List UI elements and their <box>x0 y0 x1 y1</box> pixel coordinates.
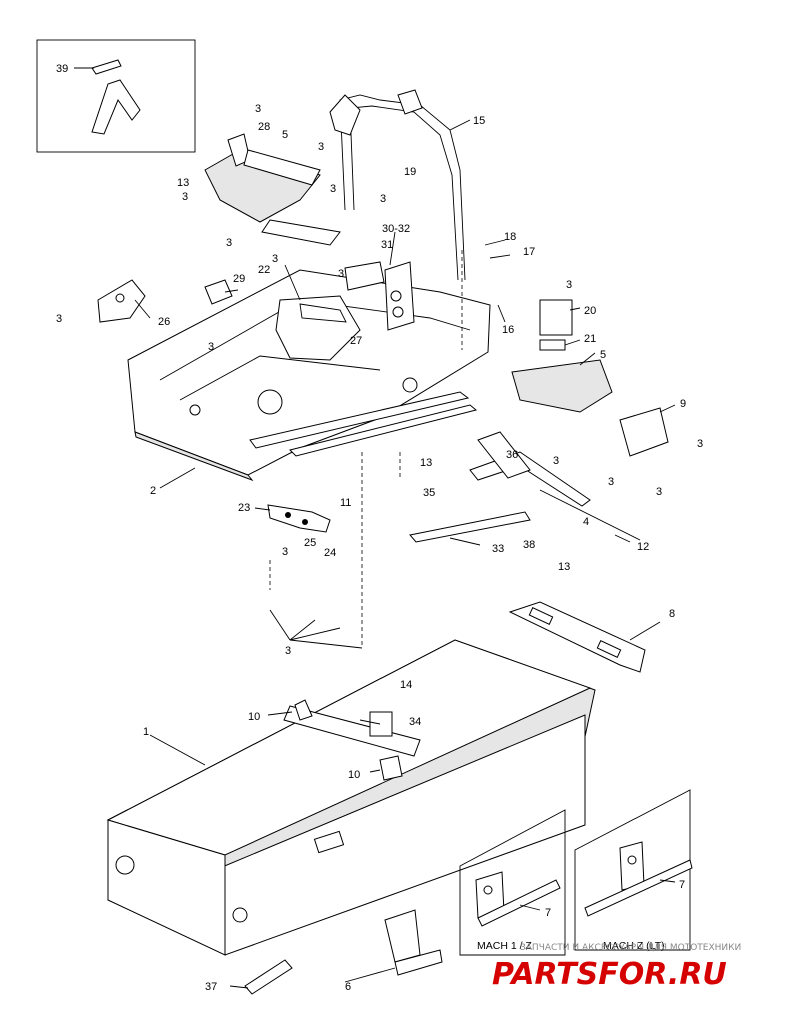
label-20: 20 <box>584 305 596 317</box>
watermark-brand: PARTSFOR.RU <box>492 957 727 992</box>
label-1: 1 <box>143 726 149 738</box>
label-26: 26 <box>158 316 170 328</box>
label-10: 10 <box>348 769 360 781</box>
label-7: 7 <box>679 879 685 891</box>
label-3: 3 <box>338 268 344 280</box>
label-27: 27 <box>350 335 362 347</box>
label-13: 13 <box>177 177 189 189</box>
label-16: 16 <box>502 324 514 336</box>
watermark-tagline: ЗАПЧАСТИ И АКСЕССУАРЫ ДЛЯ МОТОТЕХНИКИ <box>520 943 741 953</box>
label-12: 12 <box>637 541 649 553</box>
label-6: 6 <box>345 981 351 993</box>
upper-chassis <box>97 89 669 543</box>
label-3: 3 <box>208 341 214 353</box>
label-11: 11 <box>340 497 351 509</box>
label-38: 38 <box>523 539 535 551</box>
watermark: ЗАПЧАСТИ И АКСЕССУАРЫ ДЛЯ МОТОТЕХНИКИ PA… <box>492 943 741 992</box>
label-31: 31 <box>381 239 393 251</box>
label-23: 23 <box>238 502 250 514</box>
label-37: 37 <box>205 981 217 993</box>
label-3: 3 <box>566 279 572 291</box>
detail-inset-39 <box>36 39 196 153</box>
label-3: 3 <box>272 253 278 265</box>
label-8: 8 <box>669 608 675 620</box>
label-2: 2 <box>150 485 156 497</box>
label-13: 13 <box>558 561 570 573</box>
label-28: 28 <box>258 121 270 133</box>
label-3: 3 <box>553 455 559 467</box>
label-4: 4 <box>583 516 589 528</box>
label-33: 33 <box>492 543 504 555</box>
label-39: 39 <box>56 63 68 75</box>
label-3: 3 <box>182 191 188 203</box>
label-7: 7 <box>545 907 551 919</box>
label-3: 3 <box>318 141 324 153</box>
label-3: 3 <box>285 645 291 657</box>
label-3: 3 <box>226 237 232 249</box>
label-36: 36 <box>506 449 518 461</box>
label-5: 5 <box>282 129 288 141</box>
label-5: 5 <box>600 349 606 361</box>
leader-lines <box>134 119 676 989</box>
label-21: 21 <box>584 333 596 345</box>
label-34: 34 <box>409 716 421 728</box>
label-30-32: 30-32 <box>382 223 410 235</box>
label-3: 3 <box>255 103 261 115</box>
label-3: 3 <box>656 486 662 498</box>
label-24: 24 <box>324 547 336 559</box>
label-3: 3 <box>380 193 386 205</box>
label-17: 17 <box>523 246 535 258</box>
label-19: 19 <box>404 166 416 178</box>
label-25: 25 <box>304 537 316 549</box>
caption-mach1: MACH 1 / Z <box>477 940 532 952</box>
callout-labels: 1 2 3 3 3 3 3 3 3 3 3 3 3 3 3 3 3 3 3 4 … <box>56 63 703 993</box>
inset-machz-lt <box>574 789 693 951</box>
caption-machz-lt: MACH Z (LT) <box>603 940 665 952</box>
alignment-lines <box>269 250 463 648</box>
label-13: 13 <box>420 457 432 469</box>
tunnel-assembly <box>106 601 646 995</box>
label-15: 15 <box>473 115 485 127</box>
label-3: 3 <box>282 546 288 558</box>
label-3: 3 <box>330 183 336 195</box>
label-9: 9 <box>680 398 686 410</box>
label-18: 18 <box>504 231 516 243</box>
label-3: 3 <box>697 438 703 450</box>
label-22: 22 <box>258 264 270 276</box>
label-35: 35 <box>423 487 435 499</box>
label-14: 14 <box>400 679 412 691</box>
label-10: 10 <box>248 711 260 723</box>
label-3: 3 <box>56 313 62 325</box>
inset-mach1 <box>459 809 566 956</box>
label-29: 29 <box>233 273 245 285</box>
label-3: 3 <box>608 476 614 488</box>
